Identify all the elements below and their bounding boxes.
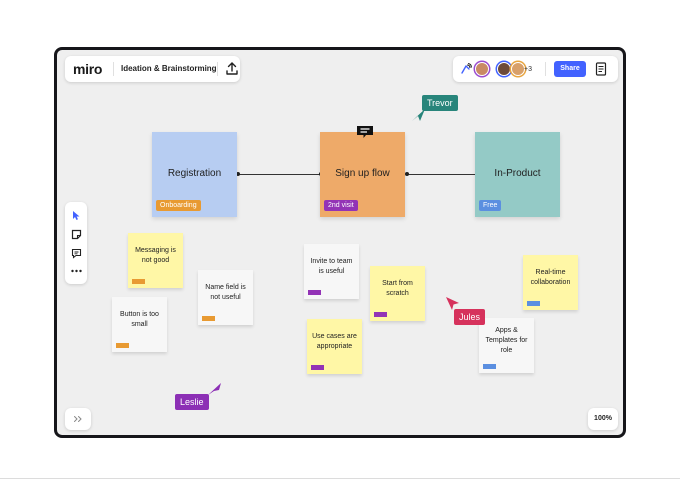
card-title: Sign up flow	[335, 168, 390, 179]
board-title[interactable]: Ideation & Brainstorming	[121, 64, 217, 73]
sticky-note-text: Start from scratch	[382, 279, 413, 297]
sticky-note-text: Invite to team is useful	[310, 257, 353, 275]
sticky-note[interactable]: Use cases are appropriate	[307, 319, 362, 374]
divider	[0, 478, 680, 479]
comment-icon	[71, 248, 81, 259]
sticky-note-text: Real-time collaboration	[530, 268, 571, 286]
more-tools[interactable]	[68, 263, 84, 279]
sticky-note-icon	[71, 229, 81, 239]
sticky-note-tag	[116, 343, 129, 348]
sticky-note-tag	[527, 301, 540, 306]
expand-panel-button[interactable]	[65, 408, 91, 430]
connector-line	[238, 174, 321, 175]
share-button[interactable]: Share	[554, 61, 586, 77]
document-icon[interactable]	[595, 62, 607, 76]
sticky-note-tag	[374, 312, 387, 317]
cursor-arrow-icon	[208, 383, 221, 395]
collaborator-cursor-label: Jules	[454, 309, 486, 325]
connector-endpoint	[405, 172, 409, 176]
collaborator-cursor-label: Leslie	[175, 394, 209, 410]
card-title: Registration	[167, 168, 222, 179]
card-tag: Onboarding	[156, 200, 201, 211]
cursor-arrow-icon	[446, 297, 459, 310]
reaction-icon[interactable]	[460, 63, 472, 75]
select-tool[interactable]	[68, 207, 84, 223]
sticky-note-tool[interactable]	[68, 226, 84, 242]
zoom-level[interactable]: 100%	[588, 408, 618, 430]
sticky-note-tag	[202, 316, 215, 321]
cursor-arrow-icon	[412, 109, 425, 121]
comment-tool[interactable]	[68, 245, 84, 261]
divider	[217, 62, 218, 76]
miro-logo[interactable]: miro	[73, 61, 103, 77]
collaborator-cursor-label: Trevor	[422, 95, 458, 111]
divider	[545, 62, 546, 76]
sticky-note-text: Messaging is not good	[135, 246, 176, 264]
more-collaborators-count[interactable]: +3	[524, 66, 532, 73]
sticky-note-text: Name field is not useful	[205, 283, 246, 301]
sticky-note[interactable]: Name field is not useful	[198, 270, 253, 325]
board-header: miro Ideation & Brainstorming	[65, 56, 240, 82]
sticky-note[interactable]: Invite to team is useful	[304, 244, 359, 299]
sticky-note-tag	[311, 365, 324, 370]
chat-bubble-icon[interactable]	[356, 125, 374, 139]
sticky-note-tag	[132, 279, 145, 284]
board-canvas[interactable]: miro Ideation & Brainstorming +3 Share	[54, 47, 626, 438]
sticky-note[interactable]: Messaging is not good	[128, 233, 183, 288]
expand-icon	[74, 416, 82, 422]
sticky-note[interactable]: Apps & Templates for role	[479, 318, 534, 373]
avatar[interactable]	[497, 62, 511, 76]
sticky-note[interactable]: Real-time collaboration	[523, 255, 578, 310]
sticky-note-text: Button is too small	[120, 310, 159, 328]
upload-icon[interactable]	[225, 61, 239, 77]
card-in-product[interactable]: In-Product Free	[475, 132, 560, 217]
connector-line	[407, 174, 477, 175]
avatar[interactable]	[475, 62, 489, 76]
sticky-note-tag	[483, 364, 496, 369]
sticky-note-tag	[308, 290, 321, 295]
card-sign-up-flow[interactable]: Sign up flow 2nd visit	[320, 132, 405, 217]
sticky-note[interactable]: Start from scratch	[370, 266, 425, 321]
card-registration[interactable]: Registration Onboarding	[152, 132, 237, 217]
connector-endpoint	[236, 172, 240, 176]
left-toolbar	[65, 202, 87, 284]
more-icon	[70, 269, 82, 273]
avatar[interactable]	[511, 62, 525, 76]
card-title: In-Product	[494, 168, 541, 179]
sticky-note-text: Use cases are appropriate	[312, 332, 357, 350]
sticky-note[interactable]: Button is too small	[112, 297, 167, 352]
card-tag: Free	[479, 200, 502, 211]
collaboration-bar: +3 Share	[453, 56, 618, 82]
cursor-icon	[73, 210, 80, 220]
card-tag: 2nd visit	[324, 200, 358, 211]
divider	[113, 62, 114, 76]
sticky-note-text: Apps & Templates for role	[485, 326, 528, 354]
